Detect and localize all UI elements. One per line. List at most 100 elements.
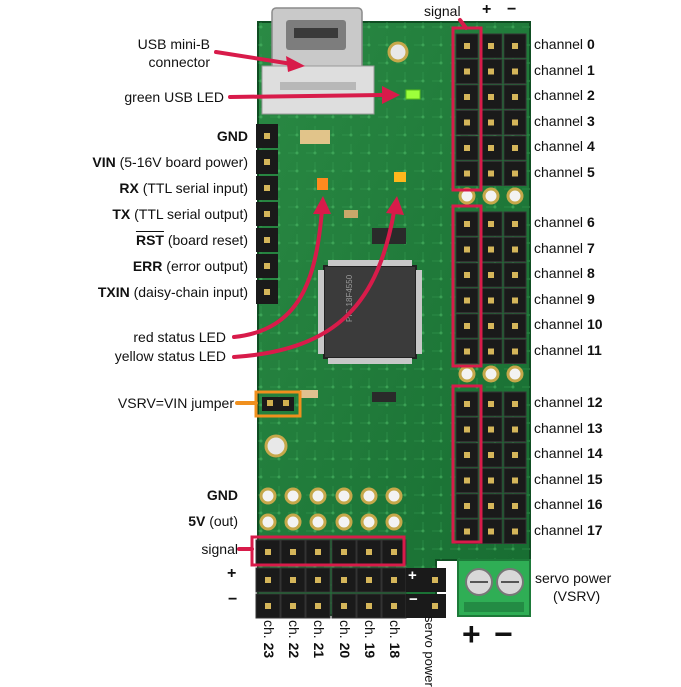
servo-power-pin	[406, 594, 446, 618]
bottom-headers	[255, 539, 446, 619]
bottom-pin	[331, 539, 357, 565]
servo-pin	[455, 288, 479, 313]
servo-pin	[455, 417, 479, 442]
power-hole	[335, 513, 353, 531]
power-hole	[385, 513, 403, 531]
rx-label: RX (TTL serial input)	[119, 180, 248, 196]
servo-pin	[479, 442, 503, 468]
terminal-block	[457, 559, 531, 617]
5v-out-label: 5V (out)	[188, 513, 238, 529]
servo-pin	[479, 493, 503, 519]
channel-number: 11	[586, 341, 602, 358]
servo-power-pin	[406, 568, 446, 592]
channel-word: channel	[534, 265, 584, 281]
mount-hole-bottom	[264, 434, 288, 458]
channel-number: 5	[586, 163, 595, 180]
power-holes	[259, 487, 403, 531]
terminal-minus-label: −	[494, 616, 513, 652]
channel-label: channel 9	[534, 291, 595, 307]
servo-pin	[503, 493, 527, 519]
servo-pin	[479, 33, 503, 59]
power-hole	[259, 487, 277, 505]
channel-number: 9	[586, 290, 595, 307]
bottom-channel-number: 22	[286, 642, 302, 659]
servo-pin	[455, 135, 479, 161]
bottom-signal-label: signal	[201, 541, 238, 557]
servo-pin	[455, 110, 479, 135]
channel-word: channel	[534, 138, 584, 154]
servo-pin	[479, 161, 503, 186]
bottom-pin	[280, 593, 306, 619]
power-hole	[309, 513, 327, 531]
channel-number: 17	[586, 521, 603, 538]
callout-arrows	[214, 18, 468, 551]
left-header-pin	[256, 150, 278, 174]
channel-label: channel 5	[534, 164, 595, 180]
bottom-pin	[255, 539, 281, 565]
via-hole	[506, 365, 524, 383]
gnd-label: GND	[216, 128, 248, 144]
channel-word: channel	[534, 316, 584, 332]
usb-connector-label-line2: connector	[148, 54, 210, 70]
channel-label: channel 15	[534, 471, 603, 487]
channel-label: channel 12	[534, 394, 603, 410]
bottom-pin	[280, 539, 306, 565]
servo-pin	[503, 313, 527, 339]
channel-number: 14	[586, 445, 603, 461]
channel-number: 1	[586, 61, 595, 78]
bottom-channel-number: 21	[311, 642, 327, 659]
bottom-channel-label: ch. 20	[337, 620, 353, 658]
channel-number: 16	[586, 496, 603, 512]
mount-hole-top	[387, 41, 409, 63]
header-minus-label: −	[409, 591, 418, 608]
chip-marking: PIC 18F4550	[345, 274, 354, 322]
bottom-pin	[280, 567, 306, 593]
servo-pin	[455, 442, 479, 468]
channel-label: channel 13	[534, 420, 603, 436]
microcontroller-chip: PIC 18F4550	[318, 260, 422, 364]
servo-pin	[503, 237, 527, 262]
channel-word: channel	[534, 214, 584, 230]
channel-label: channel 2	[534, 87, 595, 103]
servo-pin	[503, 211, 527, 237]
terminal-plus-label: +	[462, 616, 481, 652]
vin-label: VIN (5-16V board power)	[92, 154, 248, 170]
left-header-pin	[256, 280, 278, 304]
servo-pin	[503, 262, 527, 288]
top-minus-label: −	[507, 1, 517, 18]
power-hole	[360, 513, 378, 531]
servo-pin	[503, 391, 527, 417]
usb-connector-label-line1: USB mini-B	[137, 36, 210, 52]
via-hole	[482, 365, 500, 383]
servo-pin	[503, 59, 527, 84]
bottom-pin	[381, 539, 407, 565]
channel-number: 7	[586, 239, 595, 256]
servo-pin	[455, 59, 479, 84]
bottom-channel-number: 19	[362, 642, 378, 659]
bottom-pin	[305, 593, 331, 619]
channel-number: 4	[586, 138, 595, 154]
channel-number: 12	[586, 394, 603, 410]
usb-connector	[261, 7, 375, 115]
bottom-channel-prefix: ch.	[311, 620, 327, 639]
channel-word: channel	[534, 290, 584, 307]
bottom-pin	[356, 539, 382, 565]
left-header-pin	[256, 124, 278, 148]
servo-pin	[455, 493, 479, 519]
channel-label: channel 3	[534, 113, 595, 129]
servo-pin	[503, 110, 527, 135]
bottom-channel-label: ch. 19	[362, 620, 378, 658]
channel-label: channel 7	[534, 240, 595, 256]
rst-label: RST (board reset)	[135, 232, 248, 248]
left-header	[256, 124, 278, 304]
tx-label: TX (TTL serial output)	[112, 206, 248, 222]
servo-pin	[479, 135, 503, 161]
channel-word: channel	[534, 394, 584, 410]
channel-label: channel 17	[534, 522, 603, 538]
via-hole	[506, 187, 524, 205]
left-header-pin	[256, 202, 278, 226]
channel-word: channel	[534, 341, 584, 358]
gnd-out-label: GND	[206, 487, 238, 503]
header-plus-label: +	[408, 567, 417, 584]
bottom-channel-prefix: ch.	[337, 620, 353, 639]
